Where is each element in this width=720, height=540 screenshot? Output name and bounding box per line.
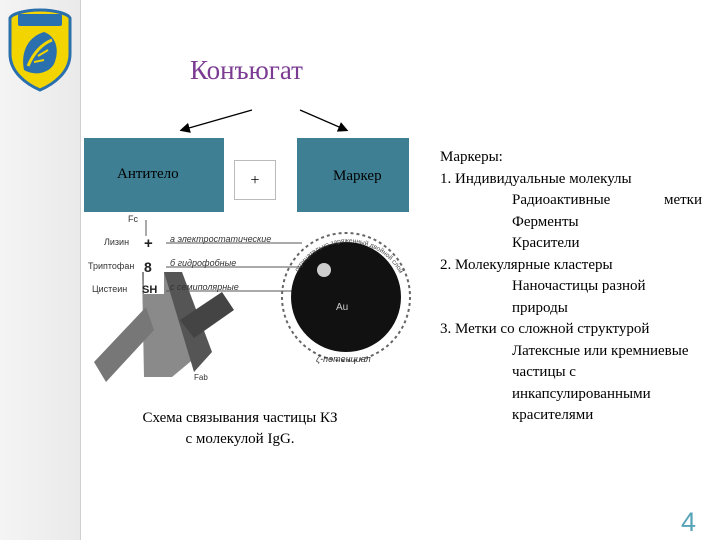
plus-sign: + [234,160,276,200]
particle-label: Au [336,302,348,313]
marker-item: 1. Индивидуальные молекулы [440,170,632,187]
antibody-arm-right [180,292,234,338]
marker-subitem: Красители [512,235,580,251]
page-number: 4 [681,507,697,537]
diagram-left-label: Лизин [104,237,129,247]
slide-title: Конъюгат [190,55,303,85]
binding-diagram: Fс Fab Лизин Триптофан Цистеин + 8 SH а … [88,214,411,382]
marker-subitem-word: метки [663,192,702,208]
antibody-arm [94,307,154,382]
marker-subitem: Ферменты [512,213,579,230]
antibody-label: Антитело [117,166,179,182]
marker-subitem-word: Радиоактивные [512,192,611,208]
interaction-label: а электростатические [170,234,271,244]
caption-line: с молекулой IgG. [185,431,295,447]
markers-heading: Маркеры: [440,149,503,165]
force-top-label: Fс [128,214,138,224]
force-bottom-label: Fab [194,373,208,382]
diagram-symbol: SH [142,284,157,296]
marker-item: 2. Молекулярные кластеры [440,256,613,273]
diagram-symbol: 8 [144,259,152,275]
conjugate-arrows [179,109,349,133]
interaction-label: б гидрофобные [170,258,236,268]
antibody-box: Антитело [84,138,224,212]
diagram-caption: Схема связывания частицы КЗ с молекулой … [110,408,370,450]
marker-item: 3. Метки со сложной структурой [440,321,650,337]
university-logo-icon [8,8,72,92]
diagram-left-label: Триптофан [88,261,134,271]
marker-label: Маркер [333,168,382,184]
diagram-symbol: + [144,235,153,252]
markers-list: Маркеры: 1. Индивидуальные молекулы Ради… [440,147,705,427]
interaction-label: с семиполярные [170,282,239,292]
caption-line: Схема связывания частицы КЗ [142,410,338,426]
antibody-shape [142,272,196,377]
bottom-ring-label: ζ-потенциал [316,354,371,364]
marker-subitem: Радиоактивные метки [440,190,705,212]
particle-outer-ring [281,232,411,362]
marker-box: Маркер [297,138,409,212]
diagram-left-label: Цистеин [92,284,127,294]
marker-subitem: Латексные или кремниевые частицы с инкап… [512,342,689,424]
marker-subitem: Наночастицы разной природы [512,278,646,316]
